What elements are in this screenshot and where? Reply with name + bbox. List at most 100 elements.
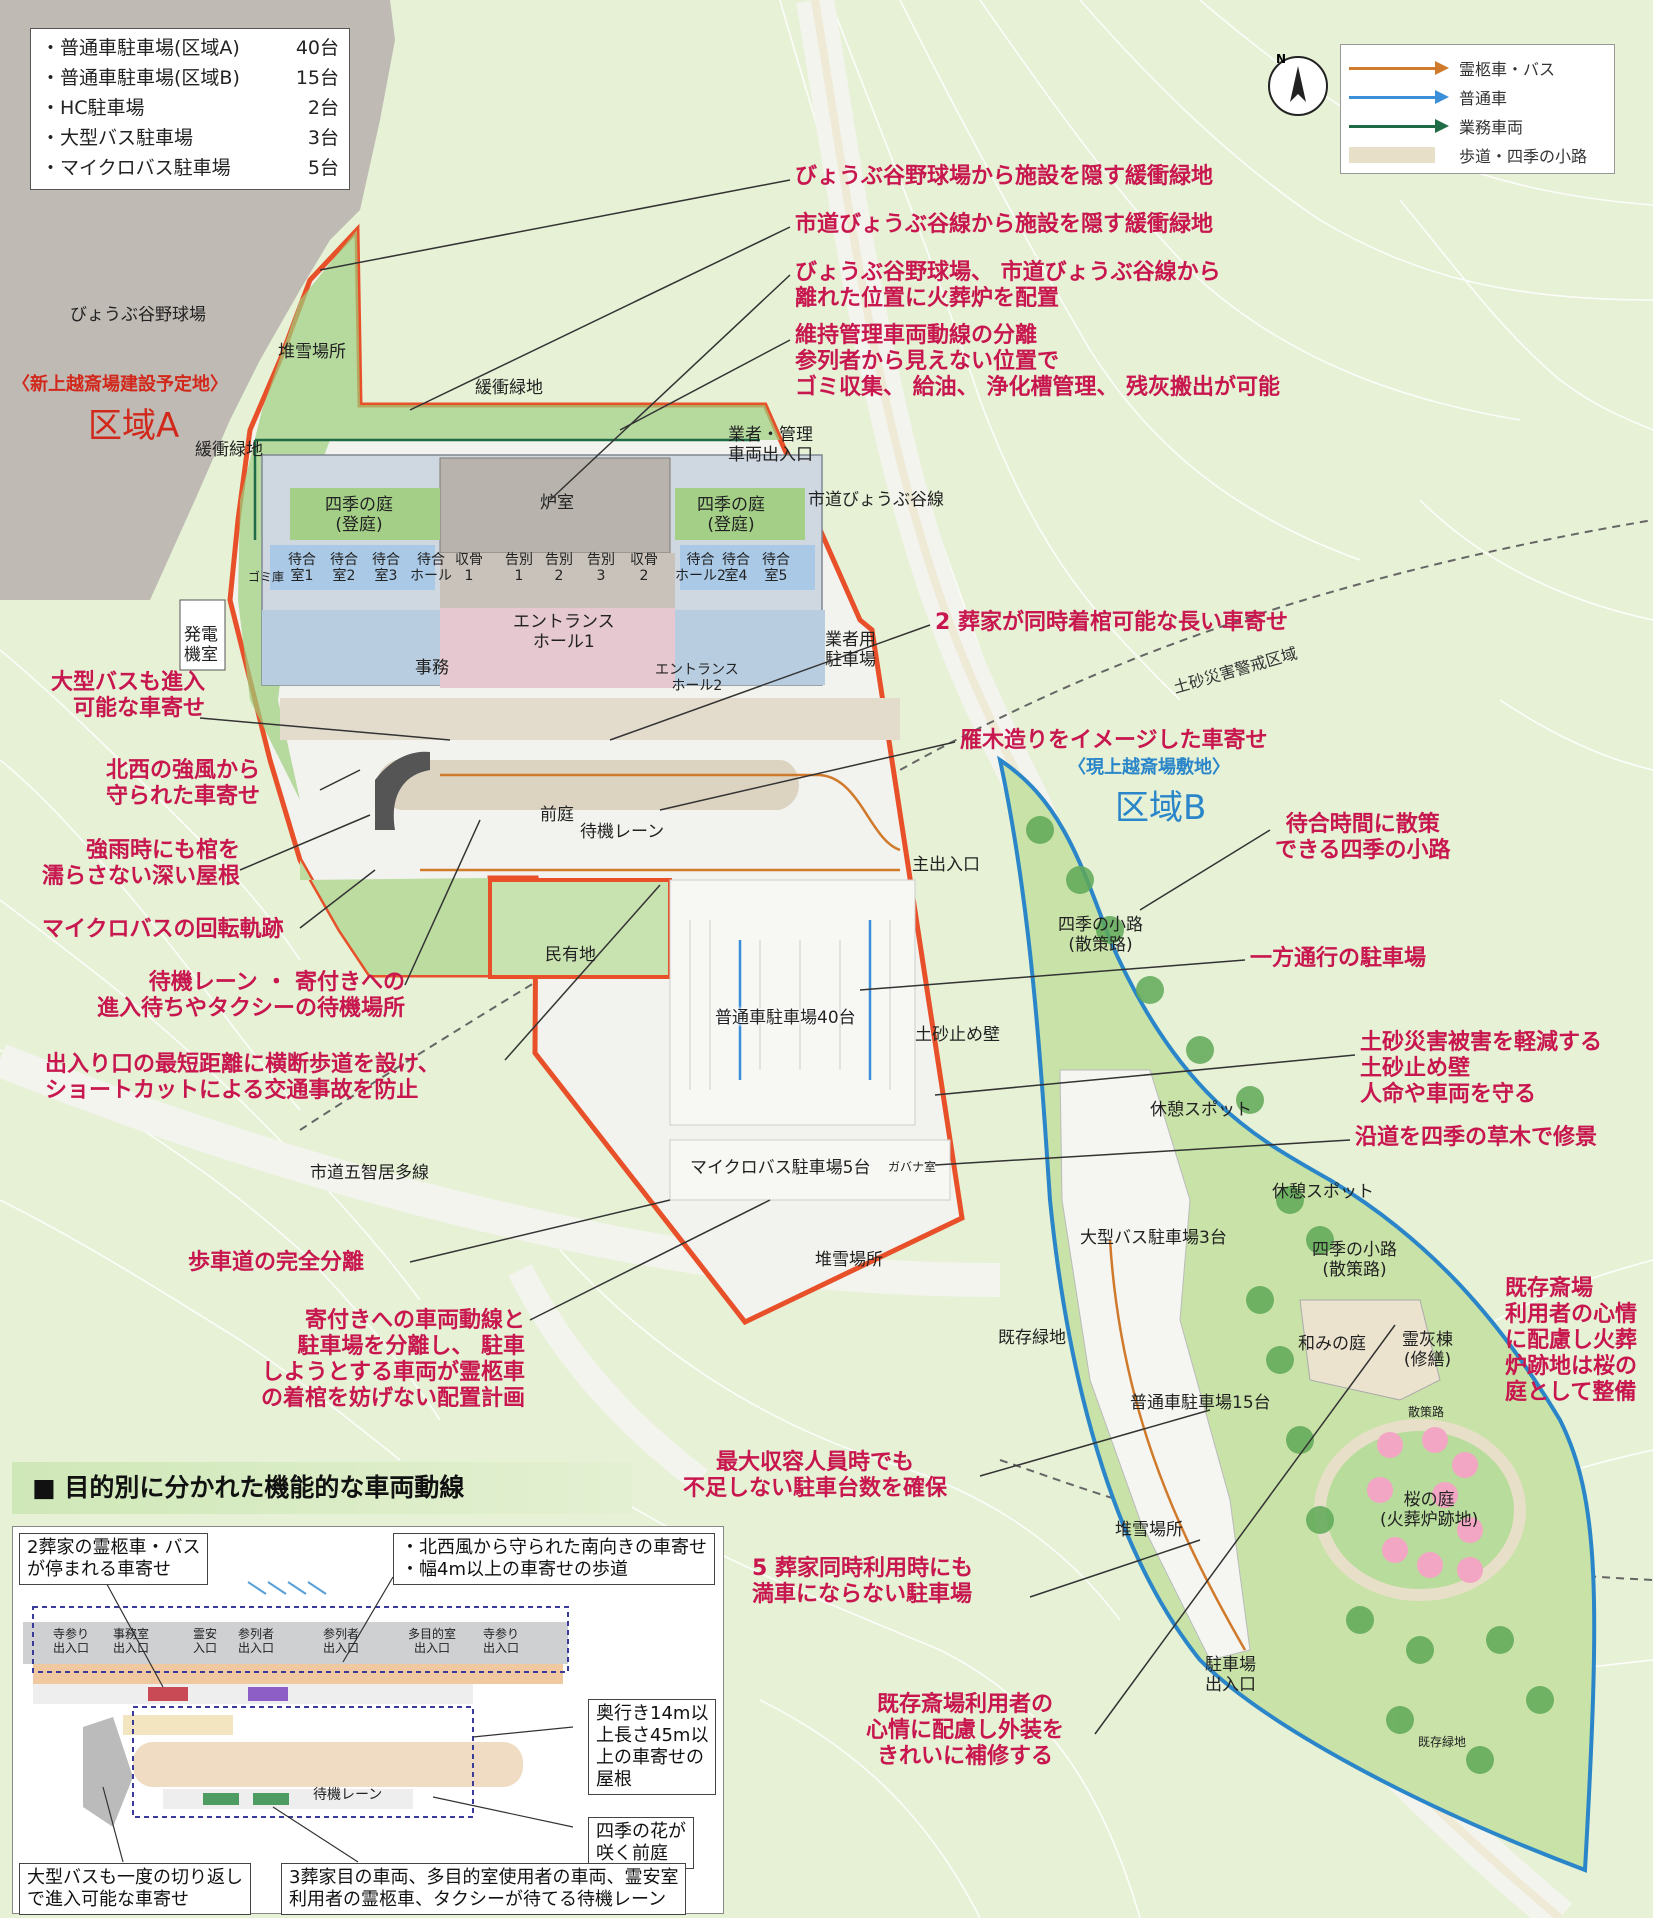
garden-right-line: 四季の庭 — [697, 495, 765, 515]
inset-leader-lines — [102, 1576, 574, 1863]
vendor-park-line: 駐車場 — [825, 650, 876, 670]
note-line: しようとする車両が霊柩車 — [261, 1360, 525, 1385]
courtyard-label: 前庭 — [540, 805, 574, 825]
door-label: 事務室出入口 — [113, 1627, 149, 1655]
note-line: 強雨時にも棺を — [85, 838, 240, 863]
note-line: きれいに補修する — [876, 1744, 1053, 1769]
generator-label-line: 機室 — [184, 645, 218, 665]
vendor-line: 業者・管理 — [728, 425, 813, 445]
note-line: ショートカットによる交通事故を防止 — [45, 1078, 419, 1103]
note-line: 進入待ちやタクシーの待機場所 — [96, 996, 405, 1021]
entrance-line: ホール1 — [532, 632, 595, 652]
vehicle-flow-inset: 2葬家の霊柩車・バスが停まれる車寄せ ・北西風から守られた南向きの車寄せ・幅4m… — [12, 1526, 724, 1915]
callout-line: ・幅4m以上の車寄せの歩道 — [401, 1559, 628, 1580]
inset-callout-wind: ・北西風から守られた南向きの車寄せ・幅4m以上の車寄せの歩道 — [393, 1533, 715, 1585]
note-maintenance-flow: 維持管理車両動線の分離参列者から見えない位置でゴミ収集、 給油、 浄化槽管理、 … — [795, 323, 1280, 401]
inset-lane-1 — [123, 1715, 233, 1735]
room-line: 告別 — [587, 552, 615, 568]
room-line: 待合 — [288, 552, 316, 568]
north-label: N — [1276, 52, 1287, 66]
private-land — [488, 878, 672, 979]
callout-line: で進入可能な車寄せ — [27, 1889, 189, 1910]
vehicle-flow-lines — [253, 438, 1247, 1651]
sakura-trees — [1367, 1427, 1483, 1583]
note-line: 大型バスも進入 — [50, 670, 205, 695]
room-line: 1 — [514, 568, 524, 584]
summary-count: 40台 — [295, 37, 339, 59]
legend-label: 歩道・四季の小路 — [1459, 146, 1588, 166]
callout-line: ・北西風から守られた南向きの車寄せ — [401, 1537, 707, 1558]
zone-b-name: 区域B — [1115, 788, 1207, 828]
bus-parking-3-label: 大型バス駐車場3台 — [1080, 1228, 1227, 1248]
seasons-path-1-label: 四季の小路(散策路) — [1058, 915, 1143, 955]
retaining-wall-label: 土砂止め壁 — [915, 1025, 1000, 1045]
note-line: 庭として整備 — [1505, 1380, 1637, 1405]
note-ballpark-buffer: びょうぶ谷野球場から施設を隠す緩衝緑地 — [795, 164, 1214, 189]
parking-15-label: 普通車駐車場15台 — [1130, 1393, 1271, 1413]
buffer-left-label: 緩衝緑地 — [195, 440, 263, 460]
note-line: 人命や車両を守る — [1360, 1082, 1537, 1107]
garden-left-line: (登庭) — [335, 515, 383, 535]
note-line: に配慮し火葬 — [1505, 1328, 1638, 1353]
micro-bus-parking-label: マイクロバス駐車場5台 — [690, 1158, 871, 1178]
legend-label: 普通車 — [1459, 88, 1508, 108]
legend: 霊柩車・バス 普通車 業務車両 歩道・四季の小路 — [1340, 44, 1615, 174]
note-line: 待機レーン ・ 寄付きへの — [148, 970, 405, 995]
ash-line: (修繕) — [1403, 1350, 1452, 1370]
summary-row: ・普通車駐車場(区域B)15台 — [41, 63, 339, 93]
furnace-block — [439, 457, 671, 554]
note-exterior-repair: 既存斎場利用者の心情に配慮し外装をきれいに補修する — [840, 1692, 1090, 1770]
waiting-hall-2: 待合ホール2 — [675, 552, 726, 584]
zone-b-title: 〈現上越斎場敷地〉 — [1068, 757, 1230, 778]
vendor-entrance-label: 業者・管理車両出入口 — [728, 425, 813, 465]
door-line: 参列者 — [238, 1627, 275, 1641]
leader-lines — [199, 179, 1396, 1735]
room-line: ホール — [410, 568, 452, 584]
parking-40-label: 普通車駐車場40台 — [715, 1008, 856, 1028]
note-line: 待合時間に散策 — [1285, 812, 1440, 837]
path-line: 四季の小路 — [1058, 915, 1143, 935]
section-title: ■ 目的別に分かれた機能的な車両動線 — [12, 1462, 632, 1514]
note-five-families: 5 葬家同時利用時にも満車にならない駐車場 — [752, 1556, 973, 1608]
legend-label: 霊柩車・バス — [1459, 59, 1556, 79]
room-line: 待合 — [762, 552, 790, 568]
waiting-rooms-right — [680, 545, 815, 590]
note-waiting-lane: 待機レーン ・ 寄付きへの進入待ちやタクシーの待機場所 — [40, 970, 405, 1022]
legend-label: 業務車両 — [1459, 117, 1524, 137]
note-bus-porch: 大型バスも進入可能な車寄せ — [15, 670, 205, 722]
room-line: 待合 — [686, 552, 715, 568]
note-flow-separation: 寄付きへの車両動線と駐車場を分離し、 駐車しようとする車両が霊柩車の着棺を妨げな… — [230, 1308, 525, 1412]
waiting-lane-island — [376, 760, 799, 810]
entrance-hall-1-fill — [440, 608, 675, 688]
summary-count: 2台 — [307, 97, 339, 119]
summary-row: ・普通車駐車場(区域A)40台 — [41, 33, 339, 63]
path-line: 四季の小路 — [1312, 1240, 1397, 1260]
micro-bus-area — [669, 1139, 951, 1201]
waiting-room-3: 待合室3 — [372, 552, 400, 584]
note-line: 守られた車寄せ — [105, 784, 260, 809]
inset-turn — [83, 1717, 133, 1827]
sakura-line: (火葬炉跡地) — [1380, 1510, 1479, 1530]
door-label: 多目的室出入口 — [408, 1627, 456, 1655]
garden-right-label: 四季の庭(登庭) — [697, 495, 765, 535]
ballpark-label: びょうぶ谷野球場 — [70, 305, 206, 325]
note-line: 維持管理車両動線の分離 — [795, 323, 1038, 348]
door-label: 寺参り出入口 — [53, 1627, 89, 1655]
callout-line: 咲く前庭 — [596, 1843, 668, 1864]
note-furnace-position: びょうぶ谷野球場、 市道びょうぶ谷線から離れた位置に火葬炉を配置 — [795, 260, 1221, 312]
room-line: 収骨 — [630, 552, 658, 568]
parking-40-area — [669, 879, 916, 1126]
waiting-lane-label: 待機レーン — [580, 822, 665, 842]
sakura-line: 桜の庭 — [1403, 1490, 1455, 1510]
door-label: 寺参り出入口 — [483, 1627, 519, 1655]
waiting-room-4: 待合室4 — [722, 552, 750, 584]
waiting-rooms-left — [270, 545, 435, 590]
path-line: (散策路) — [1068, 935, 1133, 955]
inset-car-green — [203, 1793, 239, 1805]
note-line: 寄付きへの車両動線と — [304, 1308, 525, 1333]
callout-line: 利用者の霊柩車、タクシーが待てる待機レーン — [289, 1889, 667, 1910]
